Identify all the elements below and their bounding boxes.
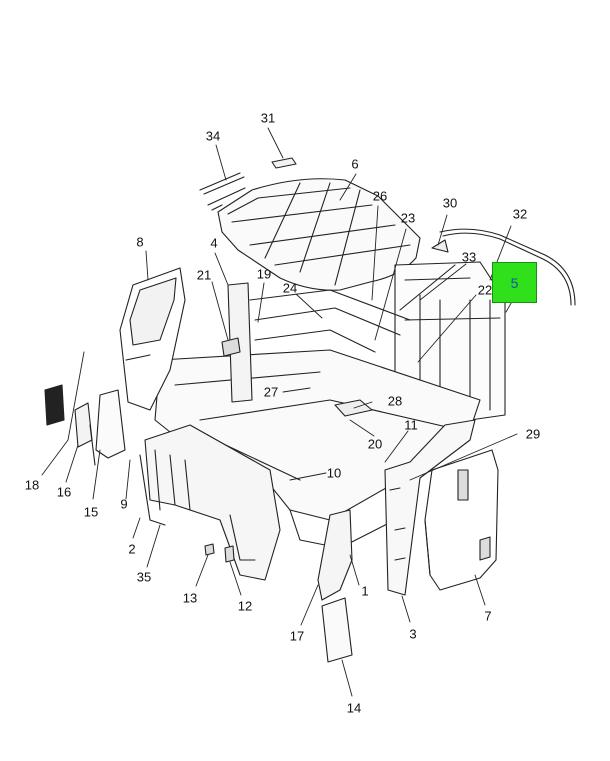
callout-32[interactable]: 32: [512, 206, 528, 222]
highlighted-part-5[interactable]: 5: [492, 262, 537, 303]
callout-31[interactable]: 31: [260, 110, 276, 126]
callout-24[interactable]: 24: [282, 280, 298, 296]
callout-19[interactable]: 19: [256, 266, 272, 282]
callout-9[interactable]: 9: [120, 496, 128, 512]
callout-5-label: 5: [510, 274, 519, 291]
callout-34[interactable]: 34: [205, 128, 221, 144]
callout-28[interactable]: 28: [387, 393, 403, 409]
callout-29[interactable]: 29: [525, 426, 541, 442]
callout-20[interactable]: 20: [367, 436, 383, 452]
callout-11[interactable]: 11: [404, 417, 418, 433]
cover-28: [334, 399, 373, 417]
trim-17: [317, 509, 353, 601]
callout-35[interactable]: 35: [136, 569, 152, 585]
callout-13[interactable]: 13: [182, 590, 198, 606]
callout-2[interactable]: 2: [128, 541, 136, 557]
rear-trim-32: [431, 228, 576, 306]
callout-15[interactable]: 15: [83, 504, 99, 520]
bracket-31: [271, 157, 297, 169]
callout-12[interactable]: 12: [237, 598, 253, 614]
callout-26[interactable]: 26: [372, 188, 388, 204]
bracket-12: [224, 545, 235, 563]
callout-16[interactable]: 16: [56, 484, 72, 500]
leader-lines: [41, 127, 518, 697]
right-door: [424, 449, 499, 591]
panel-16: [74, 402, 96, 466]
right-side-panel: [384, 419, 476, 596]
callout-6[interactable]: 6: [351, 156, 359, 172]
panel-14: [321, 597, 353, 663]
callout-10[interactable]: 10: [326, 465, 342, 481]
callout-4[interactable]: 4: [210, 235, 218, 251]
callout-21[interactable]: 21: [196, 267, 212, 283]
callout-17[interactable]: 17: [289, 628, 305, 644]
panel-15: [95, 389, 126, 459]
callout-30[interactable]: 30: [442, 195, 458, 211]
callout-3[interactable]: 3: [409, 626, 417, 642]
left-door: [119, 267, 186, 411]
callout-14[interactable]: 14: [346, 700, 362, 716]
callout-23[interactable]: 23: [400, 210, 416, 226]
vent-grille-18: [44, 384, 65, 426]
callout-8[interactable]: 8: [136, 234, 144, 250]
front-bulkhead: [139, 424, 281, 581]
clip-13: [204, 543, 215, 556]
callout-22[interactable]: 22: [477, 282, 493, 298]
callout-18[interactable]: 18: [24, 477, 40, 493]
callout-27[interactable]: 27: [263, 384, 279, 400]
callout-1[interactable]: 1: [361, 583, 369, 599]
roof-trim-34: [199, 172, 246, 211]
callout-33[interactable]: 33: [461, 249, 477, 265]
roof-panel: [217, 178, 421, 291]
callout-7[interactable]: 7: [484, 608, 492, 624]
